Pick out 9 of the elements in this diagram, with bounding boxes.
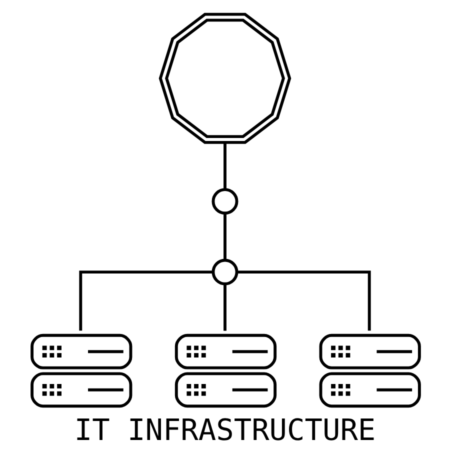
- connector: [79, 270, 214, 331]
- node-circle: [212, 258, 238, 286]
- connector: [224, 284, 226, 331]
- connector: [224, 142, 226, 190]
- diagram-title: IT INFRASTRUCTURE: [74, 412, 376, 447]
- connector: [236, 270, 371, 331]
- connector: [224, 214, 226, 260]
- node-gear: [158, 12, 292, 144]
- node-circle: [212, 188, 238, 215]
